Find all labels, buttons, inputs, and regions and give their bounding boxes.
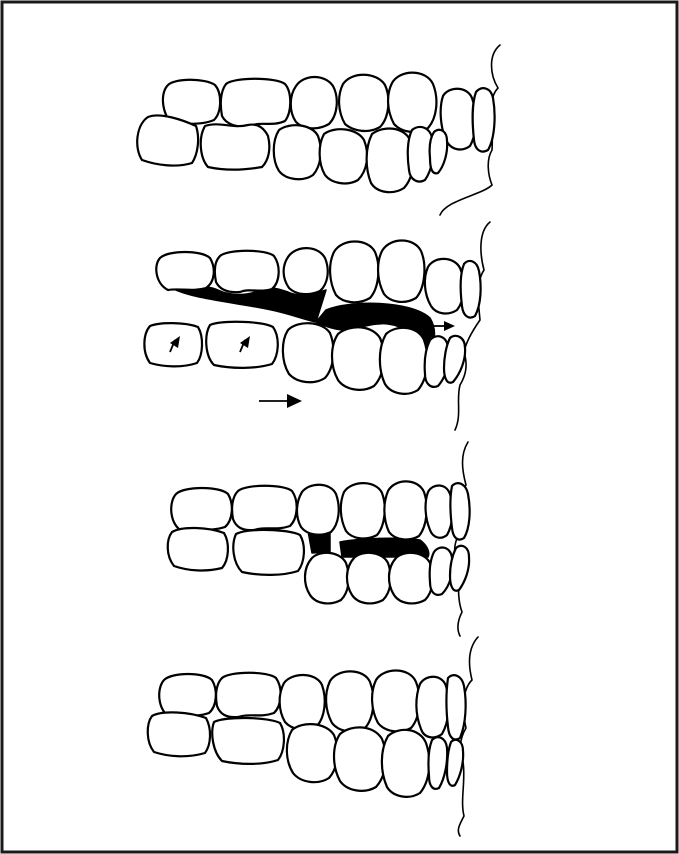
panel-4-dentition (148, 637, 478, 836)
tooth (326, 671, 373, 731)
tooth (447, 740, 463, 786)
tooth (334, 727, 386, 790)
panel-2-lower-teeth (144, 322, 465, 394)
tooth (297, 485, 339, 535)
tooth (320, 129, 368, 183)
tooth (447, 675, 466, 739)
tooth (372, 670, 419, 731)
tooth (216, 673, 281, 717)
tooth (291, 77, 337, 128)
tooth (148, 712, 210, 756)
tooth (451, 483, 470, 539)
tooth (280, 675, 325, 730)
tooth (450, 546, 469, 591)
tooth (283, 323, 334, 382)
tooth (206, 322, 278, 368)
tooth (416, 677, 448, 738)
tooth (201, 124, 270, 169)
panel-2-dentition (144, 222, 490, 430)
panel-1-dentition (137, 45, 500, 215)
tooth (388, 73, 436, 132)
tooth (305, 553, 349, 604)
tooth (232, 486, 297, 530)
tooth (156, 252, 214, 290)
panel-2-lip-outline (455, 222, 490, 430)
tooth (425, 259, 464, 314)
right-arrow-icon (444, 321, 455, 331)
tooth (428, 737, 447, 789)
tooth (330, 242, 378, 303)
panel-4-lower-teeth (148, 712, 463, 796)
tooth (347, 553, 391, 604)
tooth (137, 115, 198, 165)
tooth (384, 481, 426, 539)
tooth (284, 248, 328, 294)
tooth (274, 125, 321, 179)
panel-3-dentition (168, 442, 470, 636)
tooth (444, 336, 465, 383)
tooth (221, 79, 290, 127)
tooth (380, 328, 428, 394)
right-arrow-icon (287, 394, 302, 408)
tooth (339, 75, 388, 131)
tooth (378, 241, 424, 302)
tooth (233, 530, 304, 575)
tooth (215, 251, 279, 292)
tooth (332, 327, 384, 390)
tooth (430, 130, 448, 173)
tooth (382, 730, 430, 797)
tooth (367, 128, 414, 192)
tooth (426, 485, 453, 537)
tooth (287, 724, 338, 782)
tooth (159, 674, 216, 717)
tooth (389, 553, 433, 604)
tooth (212, 718, 284, 764)
tooth (168, 528, 228, 570)
tooth (171, 488, 232, 531)
tooth (341, 483, 385, 538)
tooth (473, 88, 495, 151)
tooth (461, 261, 481, 318)
